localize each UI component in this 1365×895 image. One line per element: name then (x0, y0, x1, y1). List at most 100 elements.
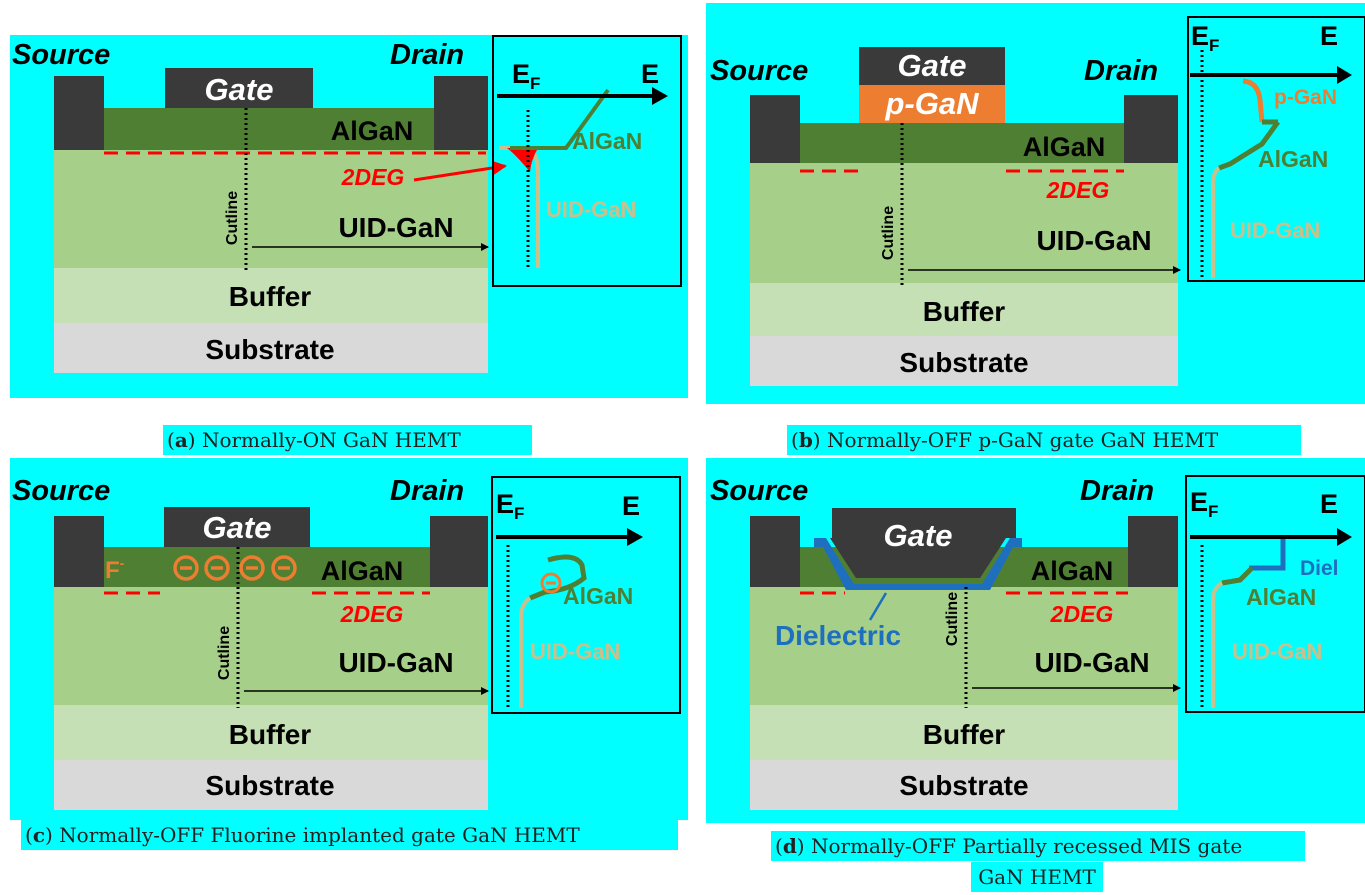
twodeg-label: 2DEG (1050, 601, 1114, 627)
buffer-layer (54, 268, 488, 323)
fluorine-label: F- (105, 555, 125, 584)
twodeg-label: 2DEG (1046, 177, 1110, 203)
band-uid-label: UID-GaN (546, 197, 636, 222)
energy-axis-arrowhead (1337, 528, 1352, 546)
band-diagram-d: EF E Diel AlGaN UID-GaN (1185, 475, 1365, 713)
buffer-layer (54, 705, 488, 760)
band-frame (491, 476, 681, 714)
substrate-layer (54, 760, 488, 810)
uid-band-curve (519, 596, 532, 708)
fermi-label: EF (1190, 487, 1218, 521)
negative-charge (204, 555, 230, 581)
gate-label: Gate (203, 510, 272, 545)
gate-label: Gate (205, 72, 274, 107)
dielectric-band-curve (1249, 537, 1286, 571)
buffer-label: Buffer (923, 296, 1006, 327)
caption-d-line2: GaN HEMT (978, 865, 1096, 889)
panel-d: Source Drain Gate AlGaN 2DEG Dielectric … (706, 458, 1365, 892)
cutline-label: Cutline (880, 206, 897, 260)
uid-gan-label: UID-GaN (1036, 225, 1151, 256)
uid-gan-layer (54, 150, 488, 268)
uid-gan-layer (54, 587, 488, 705)
algan-label: AlGaN (1023, 132, 1106, 162)
source-contact (750, 516, 800, 587)
drain-contact (434, 76, 488, 150)
algan-band-curve (1221, 566, 1254, 586)
algan-label: AlGaN (1031, 556, 1114, 586)
dielectric-pointer (868, 592, 888, 621)
cutline-label: Cutline (944, 592, 961, 646)
band-uid-label: UID-GaN (1230, 218, 1320, 243)
source-contact (54, 76, 104, 150)
caption-d-highlight-2 (971, 862, 1103, 892)
uid-gan-layer (750, 587, 1178, 705)
band-negative-charge (540, 572, 562, 594)
gate-contact (859, 47, 1005, 85)
caption-c: (c) Normally-OFF Fluorine implanted gate… (25, 823, 580, 847)
energy-axis-arrowhead (652, 87, 668, 105)
gate-label: Gate (884, 518, 953, 553)
uid-gan-label: UID-GaN (338, 212, 453, 243)
caption-b-highlight (787, 425, 1301, 455)
gate-contact (830, 508, 1016, 578)
band-algan-label: AlGaN (563, 583, 633, 609)
caption-b: (b) Normally-OFF p-GaN gate GaN HEMT (791, 428, 1219, 452)
source-contact (750, 95, 800, 163)
negative-charge (173, 555, 199, 581)
gate-contact (164, 507, 310, 547)
fermi-label: EF (496, 489, 524, 523)
negative-charge (271, 555, 297, 581)
drain-label: Drain (1080, 475, 1154, 507)
drain-label: Drain (1084, 55, 1158, 87)
band-diagram-a: EF E AlGaN UID-GaN (492, 35, 682, 287)
caption-a: (a) Normally-ON GaN HEMT (167, 428, 461, 452)
caption-c-highlight (21, 820, 678, 850)
band-algan-label: AlGaN (572, 128, 642, 154)
substrate-layer (750, 336, 1178, 386)
panel-c: Source Drain Gate F- AlGaN 2DEG UID-GaN … (10, 458, 688, 850)
gate-contact (165, 68, 313, 108)
energy-label: E (641, 59, 659, 89)
band-frame (1187, 16, 1365, 282)
energy-label: E (1320, 21, 1338, 51)
twodeg-arrow (413, 160, 507, 182)
cutline-label: Cutline (224, 191, 241, 245)
uid-band-curve (1211, 581, 1224, 708)
band-p-gan-label: p-GaN (1274, 86, 1337, 109)
p-gan-label: p-GaN (885, 86, 980, 121)
buffer-layer (750, 705, 1178, 760)
band-diel-label: Diel (1300, 557, 1339, 580)
source-label: Source (12, 39, 110, 71)
energy-label: E (622, 491, 640, 521)
negative-charge (239, 555, 265, 581)
algan-band-curve (510, 88, 610, 150)
band-uid-label: UID-GaN (1232, 639, 1322, 664)
uid-gan-label: UID-GaN (338, 647, 453, 678)
band-frame (1185, 475, 1365, 713)
twodeg-label: 2DEG (340, 601, 404, 627)
source-contact (54, 516, 104, 587)
buffer-label: Buffer (229, 281, 312, 312)
algan-label: AlGaN (331, 116, 414, 146)
energy-label: E (1320, 489, 1338, 519)
band-frame (492, 35, 682, 287)
algan-layer (104, 108, 434, 150)
buffer-label: Buffer (229, 719, 312, 750)
energy-axis-arrowhead (1337, 66, 1352, 84)
gate-label: Gate (898, 48, 967, 83)
substrate-label: Substrate (899, 347, 1028, 378)
algan-layer (104, 547, 430, 587)
substrate-layer (54, 323, 488, 373)
source-label: Source (710, 55, 808, 87)
caption-a-highlight (163, 425, 532, 455)
drain-label: Drain (390, 475, 464, 507)
band-diagram-b: EF E p-GaN AlGaN UID-GaN (1187, 16, 1365, 282)
twodeg-label: 2DEG (341, 164, 405, 190)
source-label: Source (710, 475, 808, 507)
uid-gan-layer (750, 163, 1178, 283)
substrate-layer (750, 760, 1178, 810)
p-gan-band-curve (1242, 78, 1265, 123)
algan-layer (800, 123, 1124, 163)
twodeg-well (507, 148, 538, 172)
substrate-label: Substrate (899, 770, 1028, 801)
